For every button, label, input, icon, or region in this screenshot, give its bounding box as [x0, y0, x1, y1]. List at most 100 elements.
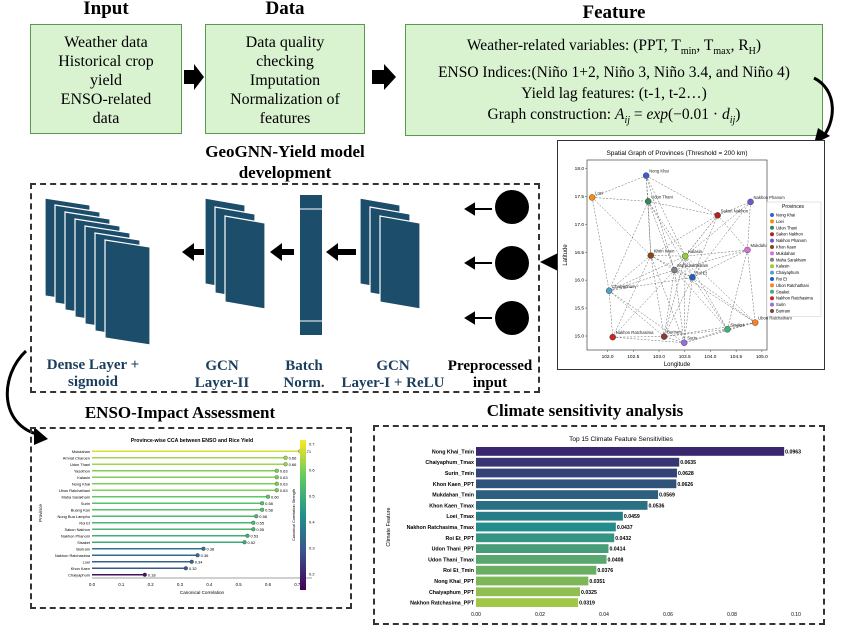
gcn1-layer-stack	[359, 197, 421, 310]
graph-ytick-label: 17.5	[575, 194, 585, 200]
enso-point	[254, 514, 259, 519]
enso-value-label: 0.63	[280, 468, 289, 473]
graph-legend-marker	[770, 296, 774, 301]
climate-value-label: 0.0963	[785, 449, 801, 455]
graph-legend-marker	[770, 245, 774, 249]
model-title-line1: GeoGNN-Yield model	[205, 142, 365, 161]
graph-edge	[650, 215, 718, 256]
graph-edge	[663, 277, 693, 337]
graph-edge	[674, 269, 728, 330]
graph-node-label: Surin	[687, 336, 697, 341]
enso-point	[251, 527, 256, 532]
enso-point	[189, 559, 194, 564]
graph-node-label: Nakhon Phanom	[754, 195, 786, 200]
graph-edge	[684, 322, 756, 343]
climate-category-label: Roi Et_PPT	[445, 536, 474, 542]
climate-xtick-label: 0.08	[727, 612, 737, 618]
climate-value-label: 0.0459	[624, 514, 640, 520]
graph-edge	[592, 175, 647, 198]
graph-legend-box	[766, 201, 822, 317]
graph-xlabel: Longitude	[664, 362, 691, 368]
graph-node	[605, 287, 613, 294]
enso-value-label: 0.60	[271, 494, 280, 499]
graph-legend-marker	[770, 257, 774, 262]
graph-node-label: Maha Sarakham	[677, 263, 708, 268]
graph-edge	[650, 255, 686, 257]
arrow-batch-gcn2	[270, 243, 294, 261]
climate-bar	[476, 457, 680, 467]
climate-section-title: Climate sensitivity analysis	[486, 401, 684, 420]
data-line-2: checking	[256, 53, 314, 70]
graph-edge	[608, 290, 685, 343]
enso-value-label: 0.66	[289, 462, 298, 467]
enso-chart-title: Province-wise CCA between ENSO and Rice …	[131, 438, 253, 444]
graph-edge	[645, 175, 686, 257]
graph-edge	[664, 329, 728, 337]
input-node-3	[495, 301, 529, 335]
graph-node-label: Sisaket	[730, 322, 745, 327]
graph-edge	[608, 290, 665, 337]
model-title-line2: development	[238, 163, 332, 182]
enso-category-label: Nong Khai	[72, 481, 90, 486]
graph-xtick-label: 103.0	[653, 354, 665, 360]
graph-node-label: Udon Thani	[651, 194, 673, 199]
graph-legend-label: Nong Khai	[776, 213, 795, 218]
graph-node-label: Roi Et	[695, 270, 707, 275]
enso-category-label: Nong Bua Lamphu	[58, 514, 90, 519]
enso-value-label: 0.71	[303, 449, 312, 454]
climate-bar	[476, 511, 623, 521]
graph-node-label: Nong Khai	[649, 169, 669, 174]
enso-point	[195, 553, 200, 558]
dense-label-line1: Dense Layer +	[46, 357, 140, 373]
graph-node-label: Loei	[595, 190, 603, 195]
graph-node	[714, 212, 721, 219]
arrow-input-data	[184, 64, 204, 90]
graph-xtick-label: 105.0	[756, 354, 768, 360]
enso-value-label: 0.36	[201, 553, 210, 558]
enso-category-label: Sakon Nakhon	[64, 527, 90, 532]
enso-point	[245, 533, 250, 538]
graph-title: Spatial Graph of Provinces (Threshold = …	[606, 150, 747, 157]
enso-category-label: Nakhon Ratchasima	[55, 553, 91, 558]
graph-edge	[646, 175, 718, 216]
graph-ytick-label: 15.5	[575, 306, 585, 312]
climate-bar	[476, 587, 580, 597]
graph-node	[747, 198, 754, 206]
climate-category-label: Mukdahan_Tmin	[432, 493, 474, 499]
graph-node-label: Buriram	[667, 330, 682, 335]
enso-category-label: Ubon Ratchathani	[59, 488, 90, 493]
climate-bar	[476, 533, 615, 543]
enso-category-label: Yasothon	[74, 468, 90, 473]
graph-node	[680, 339, 688, 346]
graph-node	[671, 266, 678, 274]
gcn1-label-line1: GCN	[376, 358, 410, 374]
graph-edge	[692, 277, 756, 323]
graph-edge	[747, 201, 751, 250]
climate-value-label: 0.0376	[597, 568, 613, 574]
graph-edge	[663, 270, 675, 337]
graph-edge	[684, 329, 728, 343]
graph-legend-marker	[770, 264, 774, 269]
enso-cbar-tick: 0.2	[309, 572, 315, 577]
graph-xtick-label: 102.0	[602, 354, 614, 360]
enso-xtick-label: 0.1	[118, 582, 125, 587]
enso-value-label: 0.32	[189, 566, 198, 571]
climate-xtick-label: 0.00	[471, 612, 481, 618]
enso-value-label: 0.58	[265, 501, 274, 506]
gcn1-label-line2: Layer-I + ReLU	[341, 375, 445, 391]
enso-cbar-tick: 0.7	[309, 442, 315, 447]
arrow-model-enso	[5, 349, 48, 445]
climate-bar	[476, 522, 616, 532]
graph-legend-marker	[770, 251, 774, 256]
enso-section-title: ENSO-Impact Assessment	[84, 403, 276, 422]
graph-node	[724, 326, 731, 333]
graph-legend-label: Nakhon Phanom	[776, 238, 807, 243]
graph-node	[751, 319, 759, 326]
climate-category-label: Roi Et_Tmin	[443, 568, 474, 574]
input-line-4: ENSO-related	[60, 91, 152, 108]
enso-point	[183, 566, 188, 571]
enso-point	[142, 572, 147, 577]
enso-colorbar	[300, 440, 306, 590]
enso-value-label: 0.63	[280, 475, 289, 480]
enso-value-label: 0.58	[265, 507, 274, 512]
